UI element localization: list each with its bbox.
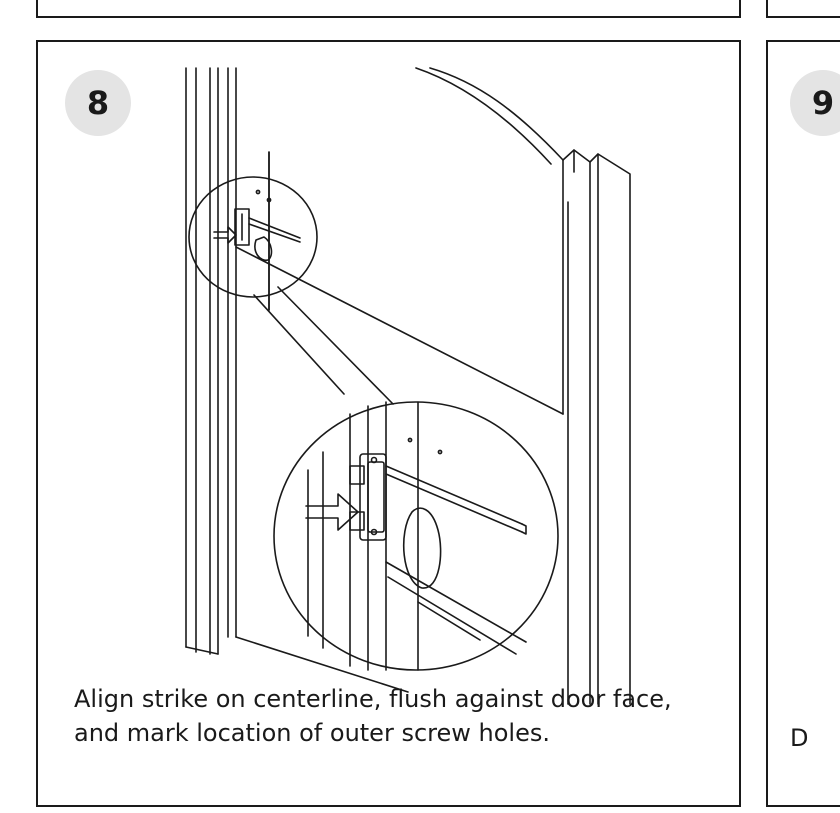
- caption-line-2: and mark location of outer screw holes.: [74, 719, 550, 747]
- detail-circle-small: [188, 151, 318, 311]
- previous-panel-right-bottom-edge: [766, 0, 840, 18]
- door-frame-jamb: [185, 67, 237, 655]
- detail-leader-line-left: [253, 294, 345, 395]
- step-number-badge: 8: [65, 70, 131, 136]
- step-number-badge: 9: [790, 70, 840, 136]
- step-caption-fragment: D: [790, 724, 809, 752]
- instruction-panel-step-8: 8: [36, 40, 741, 807]
- caption-line-1: Align strike on centerline, flush agains…: [74, 685, 672, 713]
- door-leaf: [235, 67, 631, 705]
- step-number: 8: [86, 84, 110, 122]
- instruction-panel-step-9: 9 D: [766, 40, 840, 807]
- strike-installation-illustration: [185, 67, 631, 705]
- step-caption: Align strike on centerline, flush agains…: [74, 682, 734, 750]
- previous-panel-left-bottom-edge: [36, 0, 741, 18]
- detail-circle-large: [273, 401, 559, 671]
- step-number: 9: [811, 84, 835, 122]
- detail-leader-line-right: [277, 286, 394, 405]
